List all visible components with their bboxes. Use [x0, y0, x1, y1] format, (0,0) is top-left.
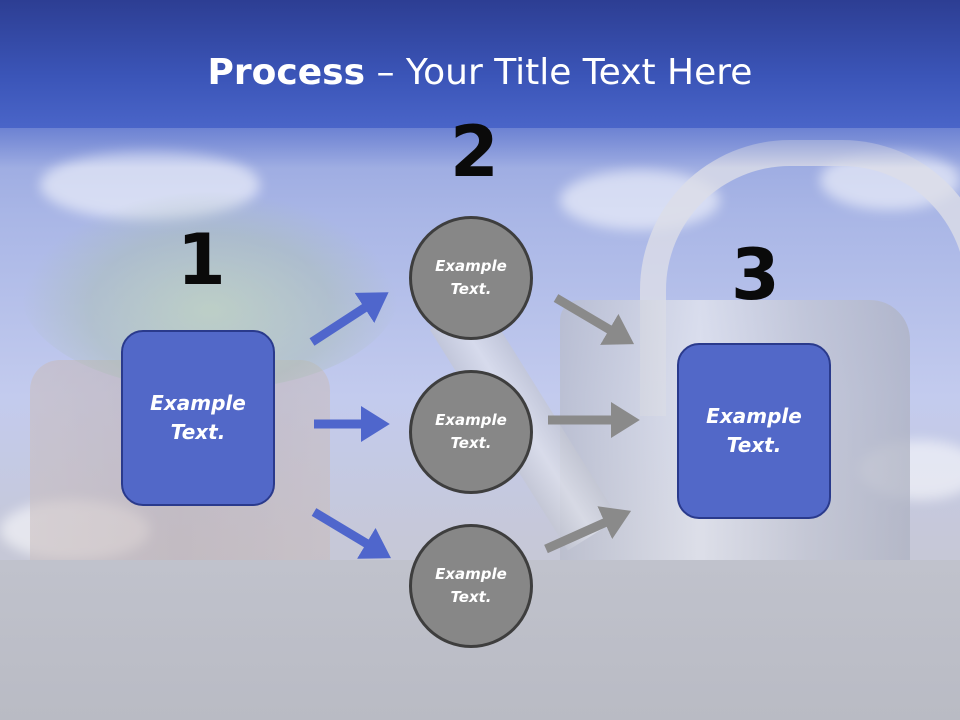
circle-text: Example Text. — [435, 411, 507, 452]
arrow-right-icon — [309, 292, 389, 346]
step-1-box[interactable]: Example Text. — [121, 330, 275, 506]
step-2-circle-middle[interactable]: Example Text. — [409, 370, 533, 494]
circle-text: Example Text. — [435, 257, 507, 298]
slide-title: Process – Your Title Text Here — [0, 52, 960, 93]
step-3-text: Example Text. — [706, 404, 802, 457]
step-1-text: Example Text. — [150, 391, 246, 444]
step-number-2: 2 — [450, 111, 499, 193]
title-rest: – Your Title Text Here — [365, 52, 753, 93]
title-bold: Process — [207, 52, 366, 93]
circle-text: Example Text. — [435, 565, 507, 606]
step-number-3: 3 — [731, 234, 780, 316]
title-band — [0, 0, 960, 128]
arrow-right-icon — [544, 506, 632, 554]
title-band-fade — [0, 128, 960, 168]
step-2-circle-top[interactable]: Example Text. — [409, 216, 533, 340]
arrow-right-icon — [311, 508, 391, 559]
step-3-box[interactable]: Example Text. — [677, 343, 831, 519]
step-2-circle-bottom[interactable]: Example Text. — [409, 524, 533, 648]
step-number-1: 1 — [177, 219, 226, 301]
arrow-right-icon — [553, 294, 635, 345]
